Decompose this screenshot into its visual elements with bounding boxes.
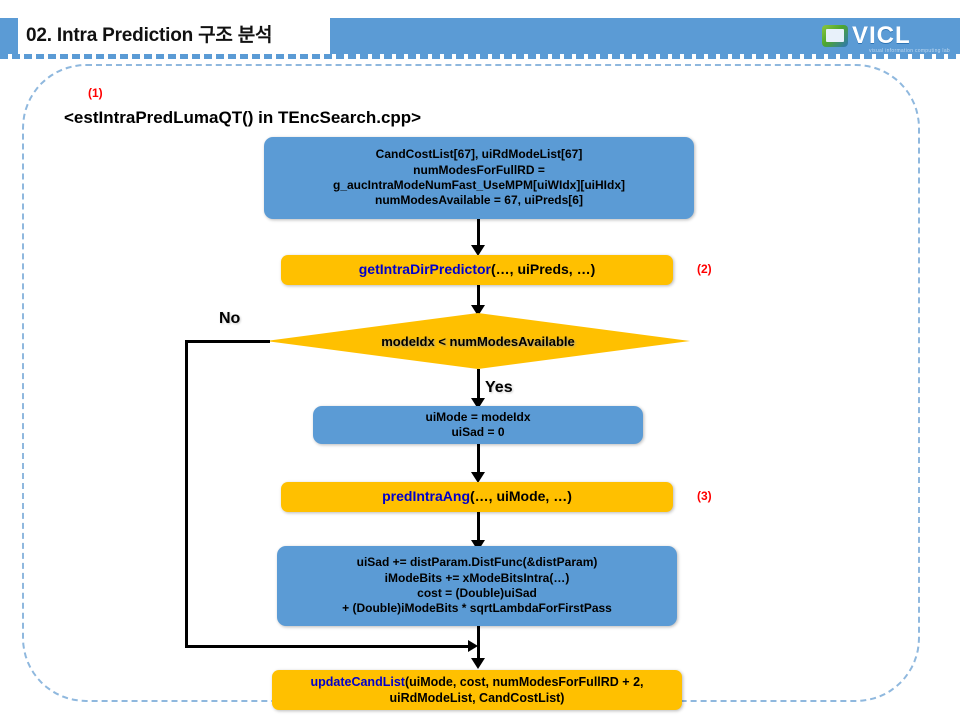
connector-getdir-to-decision [477,285,480,307]
connector-assign-to-predang [477,444,480,474]
arrowhead-cost-to-update [471,658,485,669]
node-init-variables-text: CandCostList[67], uiRdModeList[67] numMo… [332,147,626,208]
fn-name-predintraang: predIntraAng [382,488,470,505]
fn-args-updatecandlist-line2: uiRdModeList, CandCostList) [389,691,565,705]
fn-args-updatecandlist-line1: (uiMode, cost, numModesForFullRD + 2, [404,675,644,689]
connector-cost-to-update [477,626,480,664]
node-decision-modeidx[interactable]: modeIdx < numModesAvailable [266,313,690,369]
logo-mark-icon [822,25,848,47]
node-pred-intra-ang-text: predIntraAng(…, uiMode, …) [382,488,572,506]
fn-args-predintraang: (…, uiMode, …) [470,488,572,505]
marker-1: (1) [88,86,103,100]
page-title: <estIntraPredLumaQT() in TEncSearch.cpp> [64,108,422,127]
branch-label-no: No [219,310,241,327]
logo-wordmark: VICL [852,22,911,49]
arrowhead-predang-to-cost [471,540,485,551]
header-bar [330,18,960,54]
node-get-intra-dir-predictor-text: getIntraDirPredictor(…, uiPreds, …) [359,261,595,279]
header-divider [0,54,960,59]
node-init-variables[interactable]: CandCostList[67], uiRdModeList[67] numMo… [264,137,694,219]
fn-name-getintradirpredictor: getIntraDirPredictor [358,261,491,278]
connector-init-to-getdir [477,219,480,247]
decision-label: modeIdx < numModesAvailable [381,333,575,349]
node-update-cand-list-text: updateCandList(uiMode, cost, numModesFor… [310,674,643,706]
arrowhead-no-return [468,640,478,652]
node-cost-computation-text: uiSad += distParam.DistFunc(&distParam) … [342,555,612,616]
arrowhead-init-to-getdir [471,245,485,256]
header-accent-block [0,18,18,54]
connector-no-horizontal [185,340,270,343]
connector-decision-to-assign [477,369,480,402]
vicl-logo: VICL visual information computing lab [822,19,954,54]
connector-no-vertical [185,340,188,648]
fn-args-getintradirpredictor: (…, uiPreds, …) [491,261,596,278]
logo-subtitle: visual information computing lab [868,48,950,54]
branch-label-yes: Yes [485,379,513,396]
marker-3: (3) [697,489,712,503]
node-assign-uimode-text: uiMode = modeIdx uiSad = 0 [425,409,531,439]
node-assign-uimode[interactable]: uiMode = modeIdx uiSad = 0 [313,406,643,444]
arrowhead-assign-to-predang [471,472,485,483]
connector-predang-to-cost [477,512,480,542]
node-cost-computation[interactable]: uiSad += distParam.DistFunc(&distParam) … [277,546,677,626]
slide-title: 02. Intra Prediction 구조 분석 [26,25,273,46]
node-update-cand-list[interactable]: updateCandList(uiMode, cost, numModesFor… [272,670,682,710]
fn-name-updatecandlist: updateCandList [310,675,405,689]
connector-no-return [185,645,473,648]
arrowhead-decision-to-assign [471,398,485,409]
marker-2: (2) [697,262,712,276]
arrowhead-getdir-to-decision [471,305,485,316]
node-get-intra-dir-predictor[interactable]: getIntraDirPredictor(…, uiPreds, …) [281,255,673,285]
node-pred-intra-ang[interactable]: predIntraAng(…, uiMode, …) [281,482,673,512]
